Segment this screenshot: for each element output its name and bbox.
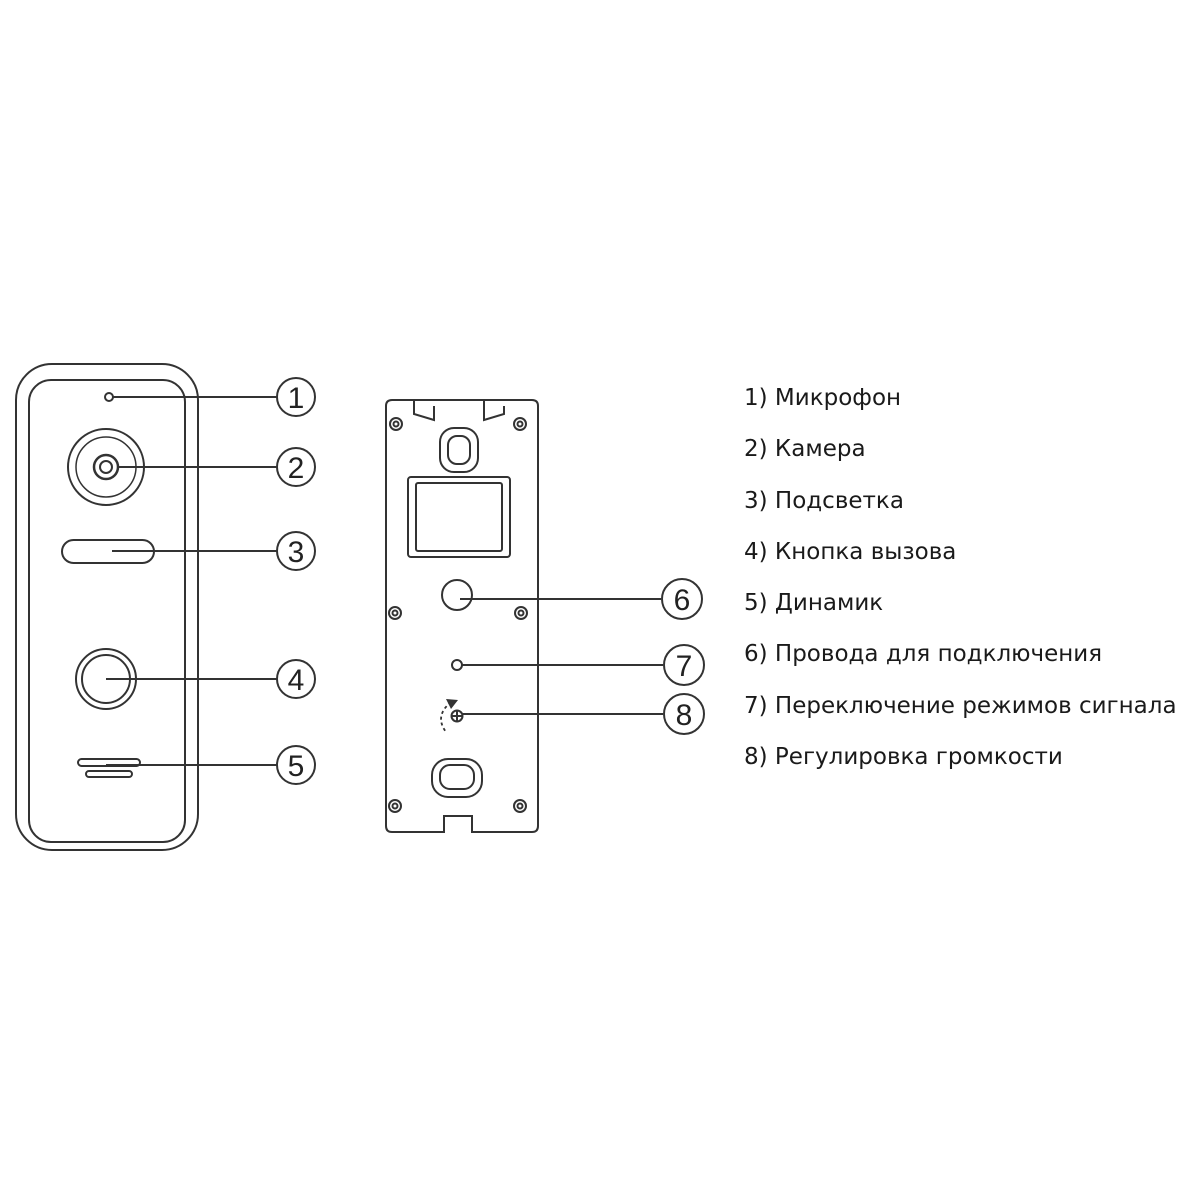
callout-number: 3 [288, 536, 305, 569]
callout-number: 5 [288, 750, 305, 783]
screw-hole [389, 417, 403, 431]
legend-item-volume-control: 8) Регулировка громкости [744, 744, 1063, 771]
back-plate [385, 399, 539, 833]
camera-lens-center [99, 460, 113, 474]
volume-arrow-head [446, 699, 458, 709]
callout-number: 8 [676, 699, 693, 732]
mount-slot-top-inner [447, 435, 471, 465]
callout-number: 2 [288, 452, 305, 485]
screw-hole [388, 606, 402, 620]
callout-8: 8 [663, 693, 705, 735]
front-panel-outer [15, 363, 199, 851]
leader-lines [106, 396, 663, 766]
camera-lens [92, 453, 120, 481]
back-cutout-outer [407, 476, 511, 558]
legend-item-call-button: 4) Кнопка вызова [744, 538, 957, 565]
callout-number: 7 [676, 650, 693, 683]
screw-hole [513, 799, 527, 813]
callout-number: 4 [288, 664, 305, 697]
callouts: 1 2 3 4 5 6 7 8 [276, 377, 705, 785]
back-cutout-inner [415, 482, 503, 552]
callout-number: 6 [674, 584, 691, 617]
legend-item-microphone: 1) Микрофон [744, 385, 902, 411]
speaker-slot-bottom [85, 770, 133, 778]
screw-hole [513, 417, 527, 431]
wire-hole [441, 579, 473, 611]
legend-item-camera: 2) Камера [744, 436, 866, 463]
callout-1: 1 [276, 377, 316, 417]
legend-item-signal-mode-switch: 7) Переключение режимов сигнала [744, 692, 1177, 719]
callout-number: 1 [288, 382, 305, 415]
callout-4: 4 [276, 659, 316, 699]
mount-slot-top-outer [439, 427, 479, 473]
legend-item-wires: 6) Провода для подключения [744, 641, 1103, 668]
legend-item-backlight: 3) Подсветка [744, 487, 904, 514]
screw-hole [514, 606, 528, 620]
callout-5: 5 [276, 745, 316, 785]
mount-slot-bottom-inner [439, 764, 475, 790]
back-plate-outline [385, 399, 539, 833]
top-tab-right [483, 400, 505, 422]
front-panel [15, 363, 199, 851]
front-panel-inner [28, 379, 186, 843]
callout-7: 7 [663, 644, 705, 686]
callout-2: 2 [276, 447, 316, 487]
callout-6: 6 [661, 578, 703, 620]
volume-arrow-arc [440, 701, 452, 733]
microphone-hole [104, 392, 114, 402]
mode-switch-hole [451, 659, 463, 671]
screw-hole [388, 799, 402, 813]
mount-slot-bottom-outer [431, 758, 483, 798]
top-tab-left [413, 400, 435, 422]
legend-item-speaker: 5) Динамик [744, 590, 884, 617]
legend: 1) Микрофон 2) Камера 3) Подсветка 4) Кн… [744, 380, 1177, 790]
callout-3: 3 [276, 531, 316, 571]
screw-holes [388, 417, 528, 813]
